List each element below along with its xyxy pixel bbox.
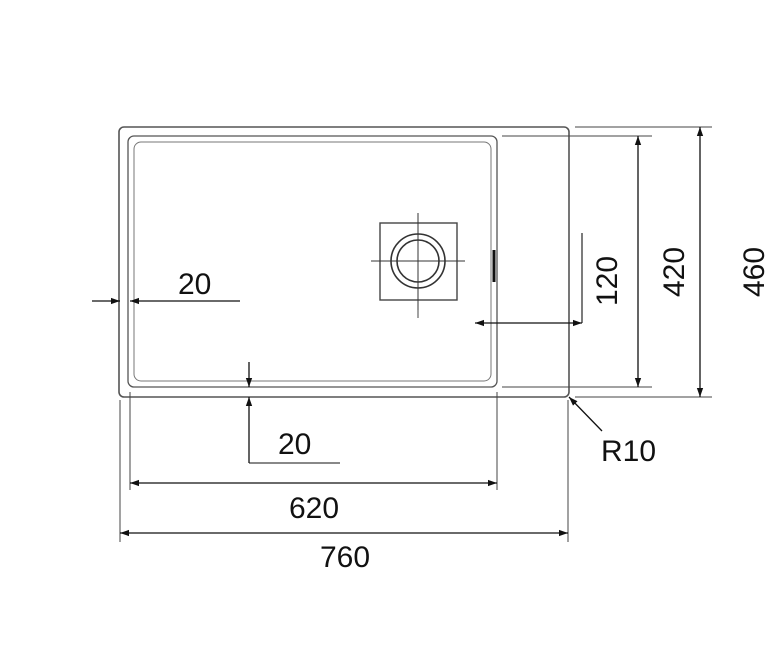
bowl-outer-line — [127, 135, 498, 388]
dim-label-side-20: 20 — [178, 268, 211, 301]
dim-label-620: 620 — [289, 492, 339, 525]
extension-lines — [119, 126, 712, 542]
dim-label-420: 420 — [658, 247, 691, 297]
sink-outer-outline — [118, 126, 570, 398]
dim-label-120: 120 — [591, 256, 624, 306]
dim-label-760: 760 — [320, 541, 370, 574]
bowl-inner-line — [133, 141, 492, 382]
drain — [371, 213, 465, 310]
dim-label-460: 460 — [738, 247, 771, 297]
radius-leader — [568, 396, 603, 432]
dim-label-front-20: 20 — [278, 428, 311, 461]
radius-label: R10 — [601, 435, 656, 468]
